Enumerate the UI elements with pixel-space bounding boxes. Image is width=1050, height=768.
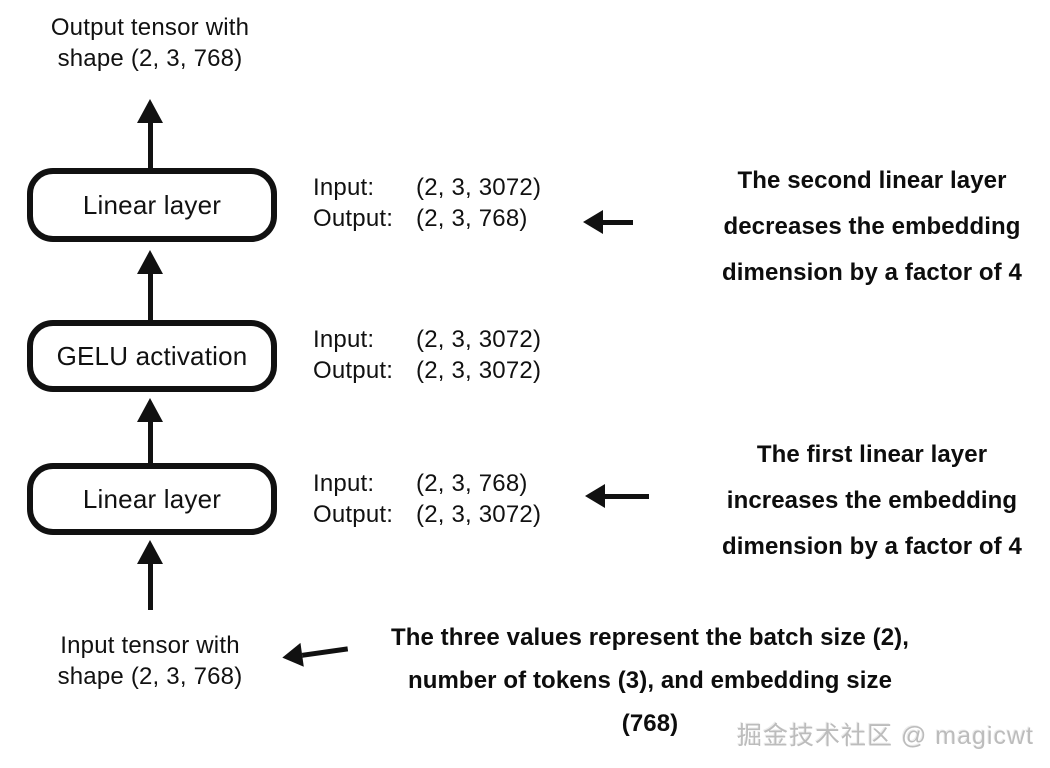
input-label: Input: [313,174,375,201]
annotation-second-linear: The second linear layer decreases the em… [692,158,1050,296]
linear-layer-bottom-box: Linear layer [27,463,277,535]
shape-row-top-linear: Input: (2, 3, 3072) Output: (2, 3, 768) [313,172,541,234]
annotation-line: decreases the embedding [723,213,1021,240]
arrow-head [280,642,304,670]
arrow-left-icon [585,484,649,508]
arrow-shaft [147,123,153,170]
arrow-head [137,398,163,422]
linear-layer-top-box: Linear layer [27,168,277,242]
linear-layer-bottom-label: Linear layer [82,483,222,514]
output-shape: (2, 3, 768) [416,205,528,232]
annotation-line: dimension by a factor of 4 [722,259,1022,286]
annotation-line: (768) [621,710,679,737]
arrow-up-icon [136,250,164,320]
arrow-head [137,250,163,274]
shape-row-gelu: Input: (2, 3, 3072) Output: (2, 3, 3072) [313,324,541,386]
input-shape: (2, 3, 3072) [416,174,542,201]
input-shape: (2, 3, 768) [416,470,528,497]
output-shape: (2, 3, 3072) [416,357,542,384]
input-label: Input: [313,470,375,497]
arrow-left-icon [583,210,633,234]
arrow-shaft [147,274,153,320]
arrow-head [137,99,163,123]
output-label: Output: [313,501,394,528]
arrow-up-icon [136,540,164,610]
input-tensor-line1: Input tensor with [60,632,240,659]
output-label: Output: [313,357,394,384]
arrow-head [585,484,605,508]
gelu-activation-label: GELU activation [56,340,248,371]
shape-row-bottom-linear: Input: (2, 3, 768) Output: (2, 3, 3072) [313,468,541,530]
gelu-activation-box: GELU activation [27,320,277,392]
annotation-line: increases the embedding [726,487,1018,514]
arrow-shaft [605,493,649,499]
annotation-line: The three values represent the batch siz… [390,624,910,651]
input-tensor-label: Input tensor with shape (2, 3, 768) [8,630,292,692]
arrow-up-icon [136,99,164,170]
input-shape: (2, 3, 3072) [416,326,542,353]
watermark: 掘金技术社区 @ magicwt [737,722,1034,750]
arrow-shaft [147,422,153,463]
output-tensor-line2: shape (2, 3, 768) [57,45,243,72]
annotation-batch-size: The three values represent the batch siz… [330,616,970,745]
arrow-head [137,540,163,564]
annotation-line: dimension by a factor of 4 [722,533,1022,560]
annotation-line: number of tokens (3), and embedding size [407,667,893,694]
linear-layer-top-label: Linear layer [82,189,222,220]
output-tensor-label: Output tensor with shape (2, 3, 768) [8,12,292,74]
annotation-line: The second linear layer [737,167,1007,194]
output-label: Output: [313,205,394,232]
arrow-head [583,210,603,234]
output-shape: (2, 3, 3072) [416,501,542,528]
input-tensor-line2: shape (2, 3, 768) [57,663,243,690]
input-label: Input: [313,326,375,353]
annotation-first-linear: The first linear layer increases the emb… [692,432,1050,570]
arrow-shaft [603,219,633,225]
output-tensor-line1: Output tensor with [50,14,250,41]
arrow-shaft [147,564,153,610]
annotation-line: The first linear layer [756,441,988,468]
arrow-up-icon [136,398,164,463]
